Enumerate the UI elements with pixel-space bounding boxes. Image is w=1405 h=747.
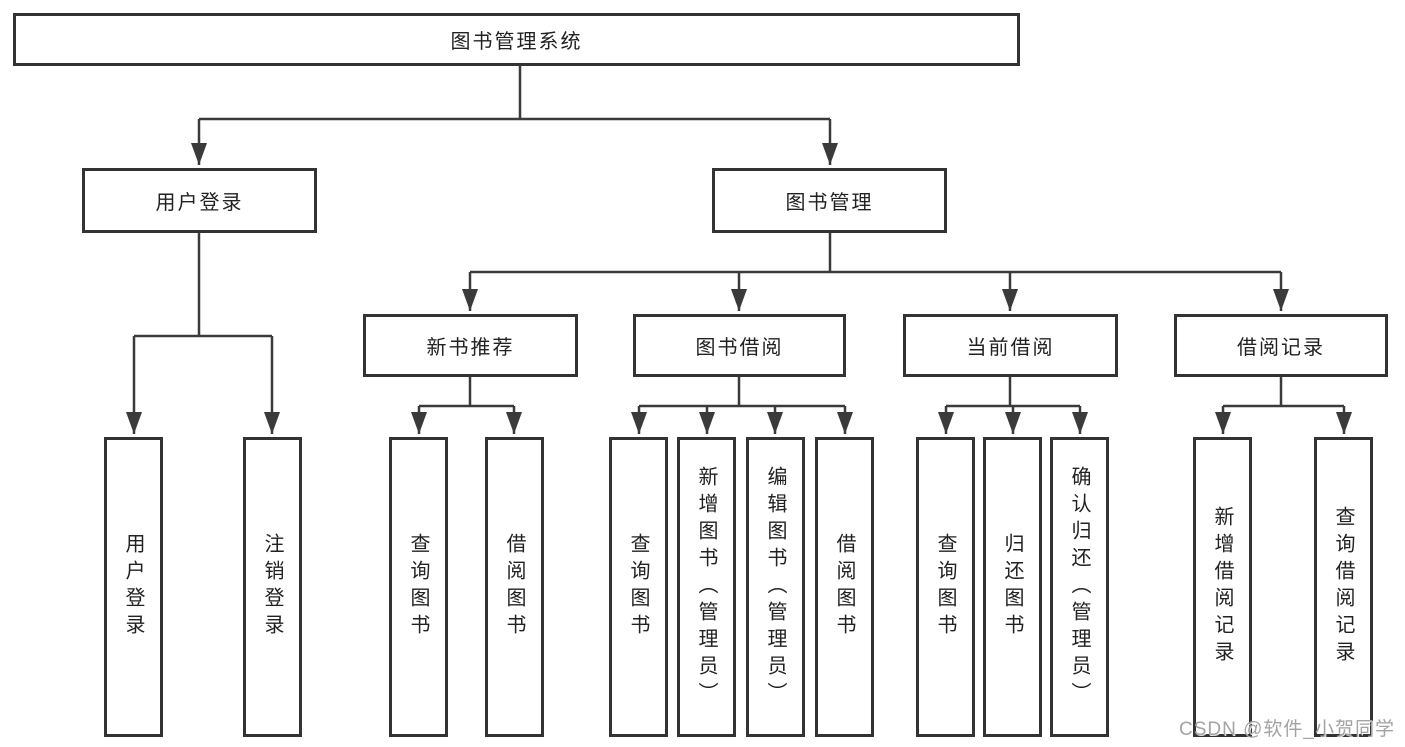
connector-user-login-bus — [134, 233, 272, 338]
leaf-bb-edit-books-admin-label: 编辑图书（管理员） — [764, 465, 786, 709]
leaf-cb-confirm-return-admin-label: 确认归还（管理员） — [1068, 465, 1090, 709]
leaf-br-query-record: 查询借阅记录 — [1314, 437, 1373, 737]
leaf-nb-query-books-label: 查询图书 — [407, 533, 429, 641]
leaf-bb-edit-books-admin: 编辑图书（管理员） — [746, 437, 805, 737]
leaf-bb-query-books: 查询图书 — [609, 437, 668, 737]
leaf-cb-query-books: 查询图书 — [916, 437, 975, 737]
node-new-book-recommend: 新书推荐 — [363, 314, 578, 377]
leaf-logout-label: 注销登录 — [261, 533, 283, 641]
node-new-book-recommend-label: 新书推荐 — [426, 337, 515, 359]
node-book-management: 图书管理 — [712, 168, 947, 233]
node-book-borrowing: 图书借阅 — [633, 314, 846, 377]
leaf-cb-query-books-label: 查询图书 — [934, 533, 956, 641]
node-root-label: 图书管理系统 — [450, 31, 583, 53]
node-book-management-label: 图书管理 — [785, 192, 874, 214]
connector-new-books-bus — [419, 377, 514, 408]
leaf-nb-borrow-books: 借阅图书 — [485, 437, 544, 737]
leaf-cb-return-books: 归还图书 — [983, 437, 1042, 737]
node-borrowing-records: 借阅记录 — [1174, 314, 1388, 377]
leaf-nb-query-books: 查询图书 — [389, 437, 448, 737]
connector-root-bus — [199, 66, 830, 121]
node-borrowing-records-label: 借阅记录 — [1237, 337, 1325, 359]
leaf-cb-return-books-label: 归还图书 — [1001, 533, 1023, 641]
csdn-watermark: CSDN @软件_小贺同学 — [1179, 719, 1395, 740]
leaf-logout: 注销登录 — [243, 437, 302, 737]
leaf-bb-query-books-label: 查询图书 — [627, 533, 649, 641]
node-user-login: 用户登录 — [82, 168, 317, 233]
node-current-borrowing: 当前借阅 — [903, 314, 1118, 377]
leaf-user-login-label: 用户登录 — [122, 533, 144, 641]
leaf-bb-add-books-admin: 新增图书（管理员） — [677, 437, 736, 737]
node-user-login-label: 用户登录 — [155, 192, 244, 214]
leaf-nb-borrow-books-label: 借阅图书 — [503, 533, 525, 641]
leaf-bb-borrow-books: 借阅图书 — [815, 437, 874, 737]
leaf-cb-confirm-return-admin: 确认归还（管理员） — [1050, 437, 1109, 737]
connector-borrow-records-bus — [1223, 377, 1344, 408]
leaf-bb-add-books-admin-label: 新增图书（管理员） — [695, 465, 717, 709]
connector-book-mgmt-bus — [470, 233, 1281, 274]
leaf-br-query-record-label: 查询借阅记录 — [1332, 506, 1354, 668]
leaf-br-add-record: 新增借阅记录 — [1193, 437, 1252, 737]
node-root-system: 图书管理系统 — [13, 13, 1020, 66]
leaf-user-login: 用户登录 — [104, 437, 163, 737]
connector-current-borrow-bus — [946, 377, 1080, 408]
node-current-borrowing-label: 当前借阅 — [966, 337, 1055, 359]
leaf-br-add-record-label: 新增借阅记录 — [1211, 506, 1233, 668]
connector-book-borrow-bus — [639, 377, 845, 408]
node-book-borrowing-label: 图书借阅 — [695, 337, 784, 359]
leaf-bb-borrow-books-label: 借阅图书 — [833, 533, 855, 641]
